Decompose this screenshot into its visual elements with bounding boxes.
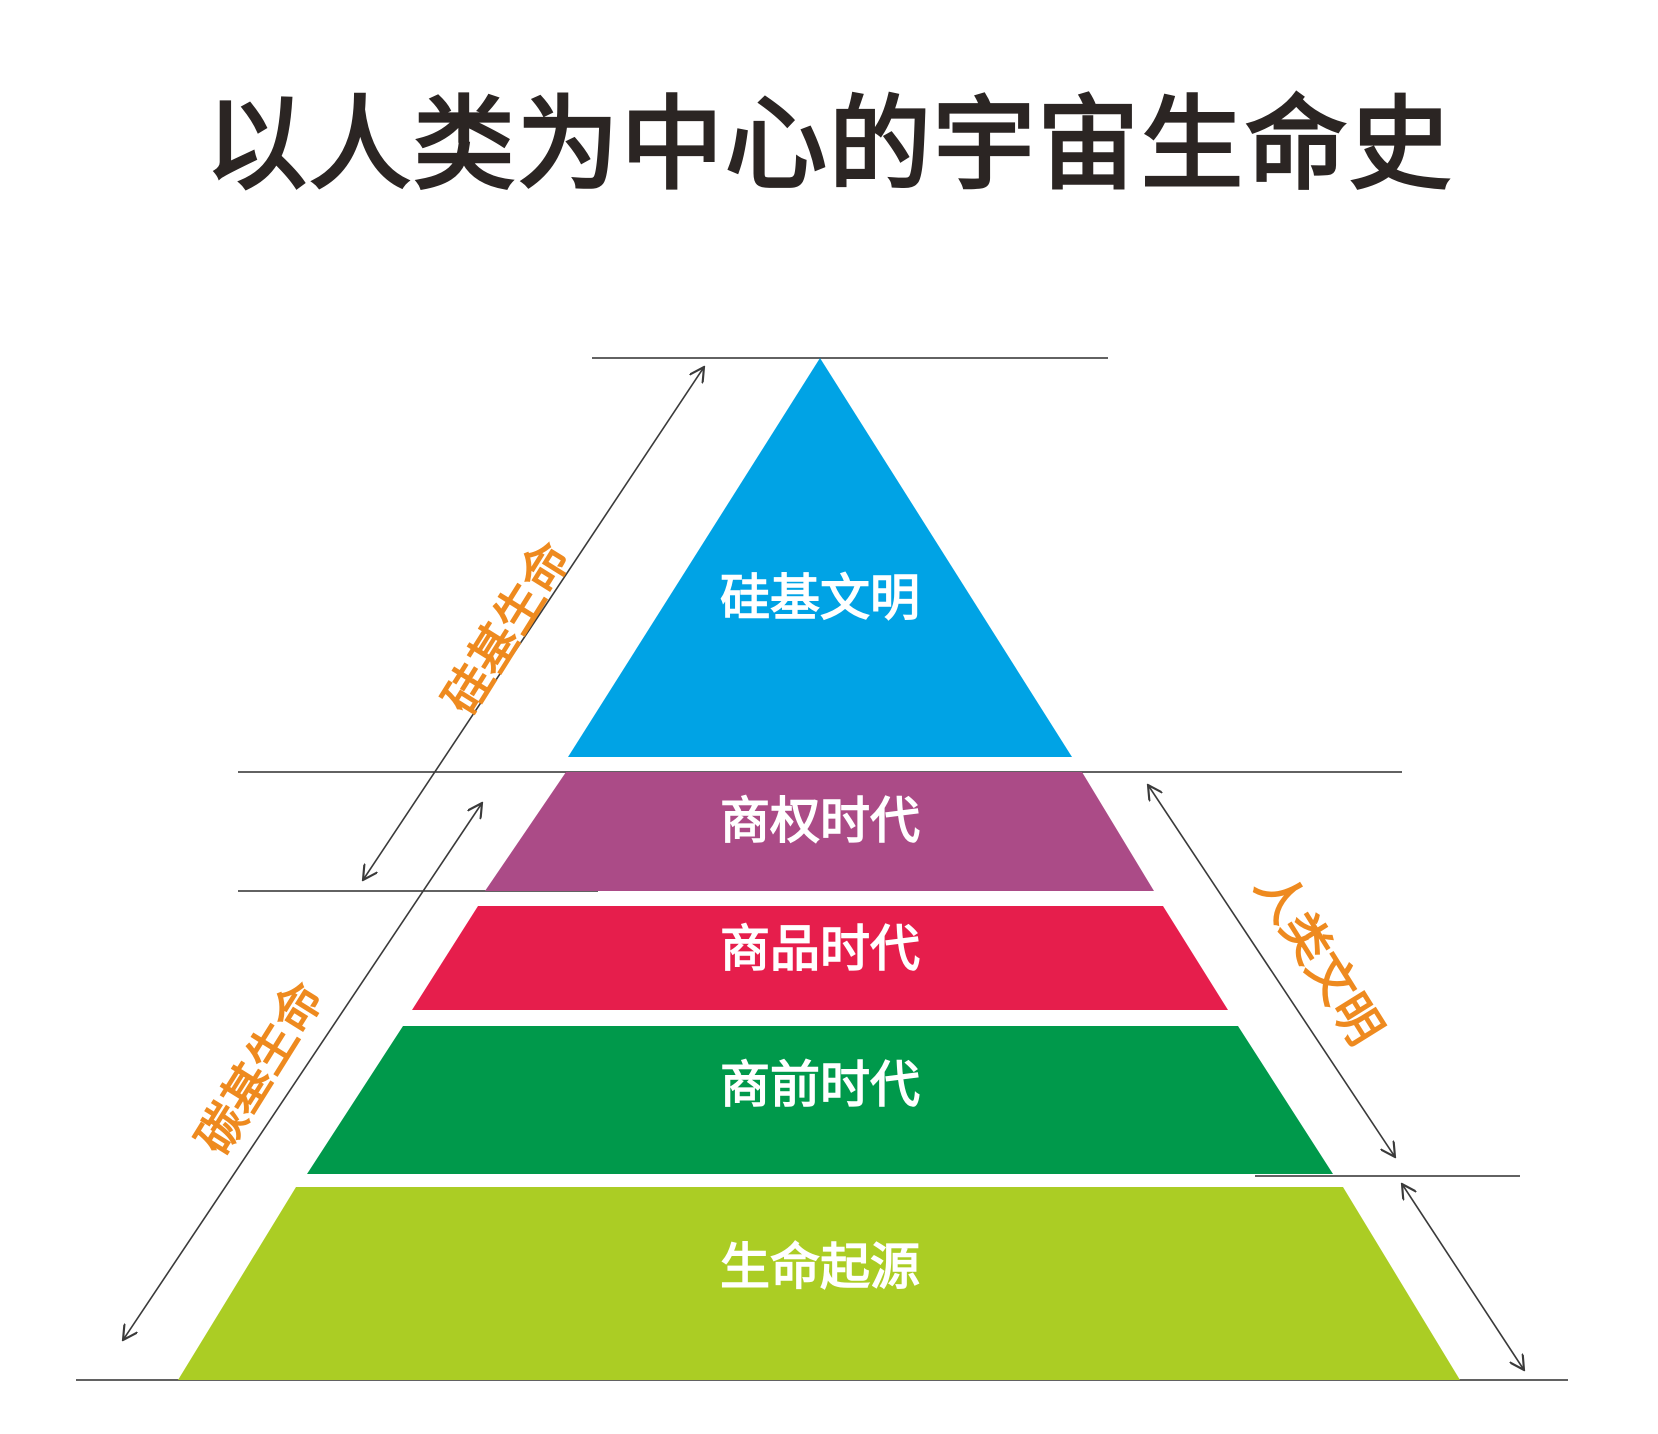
span-arrow-human-civilization xyxy=(1148,785,1395,1157)
layer-label-origin-of-life: 生命起源 xyxy=(720,1238,920,1296)
layer-pre-commerce-era xyxy=(307,1026,1333,1174)
page-title: 以人类为中心的宇宙生命史 xyxy=(205,86,1453,205)
layer-label-silicon-civilization: 硅基文明 xyxy=(720,569,920,627)
layer-origin-of-life xyxy=(178,1187,1460,1380)
span-arrow-silicon-life xyxy=(363,367,704,880)
side-label-human-civilization: 人类文明 xyxy=(1244,862,1393,1055)
layer-label-commodity-era: 商品时代 xyxy=(720,920,920,978)
span-arrow-origin xyxy=(1402,1184,1524,1370)
span-arrow-carbon-life xyxy=(123,803,482,1340)
layer-label-commercial-power-era: 商权时代 xyxy=(720,792,920,850)
layer-label-pre-commerce-era: 商前时代 xyxy=(720,1056,920,1114)
layer-silicon-civilization xyxy=(568,358,1072,757)
layer-commodity-era xyxy=(412,906,1228,1010)
side-label-silicon-life: 硅基生命 xyxy=(433,532,582,725)
